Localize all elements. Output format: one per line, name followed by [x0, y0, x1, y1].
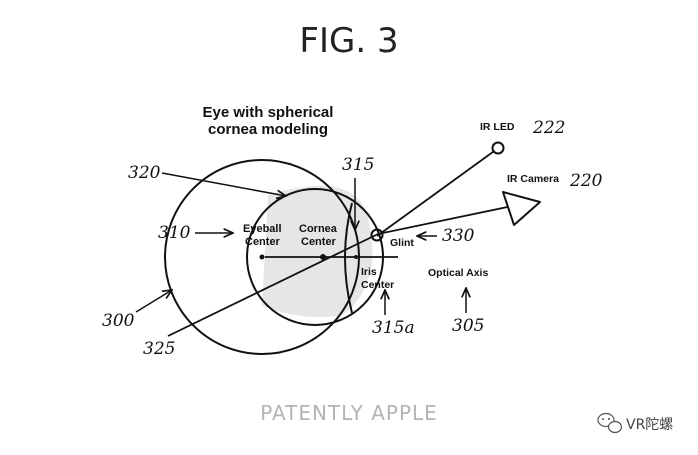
diagram-heading-line2: cornea modeling — [208, 121, 328, 138]
glint-marker — [370, 228, 384, 242]
ir-camera-icon — [502, 191, 541, 226]
led-ray — [376, 148, 498, 237]
iris-center-label-2: Center — [361, 279, 394, 291]
ir-led-icon — [491, 141, 505, 155]
eyeball-center-label-2: Center — [245, 236, 281, 248]
wechat-icon — [597, 412, 623, 434]
optical-axis-label: Optical Axis — [428, 267, 488, 279]
ref-305: 305 — [452, 316, 484, 336]
ir-camera-label: IR Camera — [507, 173, 559, 185]
ref-315: 315 — [342, 155, 374, 175]
ref-220: 220 — [569, 171, 603, 191]
ref-330: 330 — [442, 226, 475, 246]
iris-center-dot — [354, 255, 358, 259]
diagram-heading-line1: Eye with spherical — [203, 104, 334, 121]
ref-320: 320 — [128, 163, 161, 183]
arrow-320 — [161, 172, 286, 196]
badge-text: VR陀螺 — [626, 417, 673, 433]
ref-300: 300 — [102, 311, 135, 331]
glint-label: Glint — [390, 237, 414, 249]
gaze-line — [167, 233, 379, 337]
arrow-300 — [135, 290, 172, 313]
iris-center-label-1: Iris — [361, 266, 377, 278]
ir-led-label: IR LED — [480, 121, 515, 133]
ref-222: 222 — [532, 118, 565, 138]
cornea-center-dot — [320, 254, 326, 260]
cornea-center-label-2: Center — [301, 236, 337, 248]
cornea-center-label-1: Cornea — [299, 223, 338, 235]
eyeball-center-dot — [259, 254, 265, 260]
figure-title: FIG. 3 — [299, 21, 398, 61]
ref-315a: 315a — [372, 318, 415, 338]
ref-325: 325 — [143, 339, 175, 359]
eyeball-center-label-1: Eyeball — [243, 223, 282, 235]
cornea-shading — [262, 185, 373, 318]
ref-310: 310 — [158, 223, 191, 243]
camera-ray — [377, 204, 518, 235]
watermark-text: PATENTLY APPLE — [260, 401, 438, 425]
